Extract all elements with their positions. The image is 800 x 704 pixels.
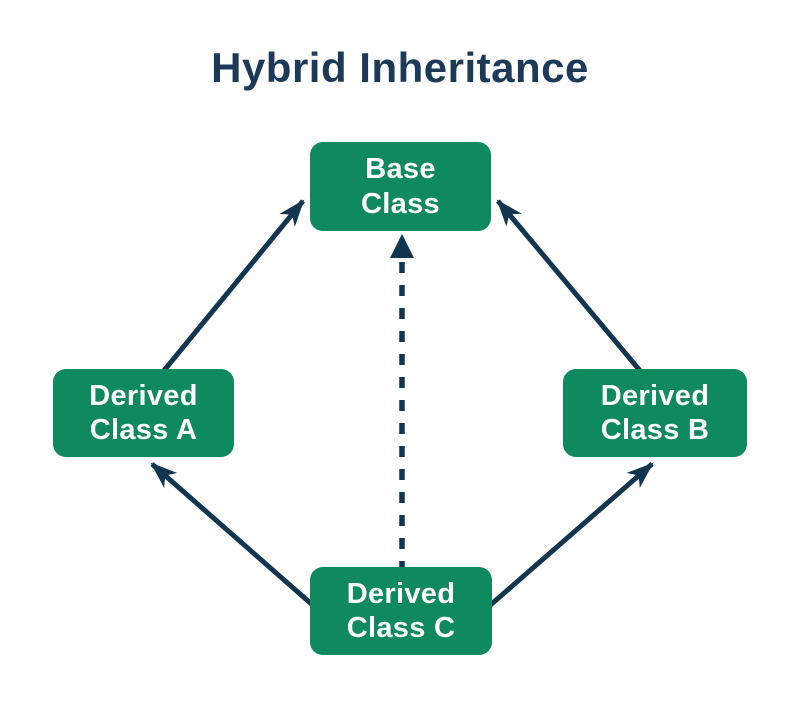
edge-derived-class-b-to-base-class	[496, 199, 644, 375]
node-derived-class-b: Derived Class B	[563, 369, 747, 457]
page-title: Hybrid Inheritance	[211, 44, 589, 91]
node-label-line2: Class C	[346, 612, 456, 644]
node-label-line1: Base	[365, 153, 436, 186]
edge-derived-class-c-to-derived-class-a	[150, 462, 334, 624]
node-label-line2: Class A	[89, 414, 198, 446]
node-label-line1: Derived	[89, 379, 198, 412]
node-derived-class-a: Derived Class A	[53, 369, 234, 457]
node-derived-class-c: Derived Class C	[310, 567, 492, 655]
node-label-line1: Derived	[346, 577, 456, 610]
edge-derived-class-c-to-derived-class-b	[469, 462, 654, 624]
node-label-line1: Derived	[600, 379, 710, 412]
edge-derived-class-a-to-base-class	[160, 199, 305, 375]
node-label-line2: Class B	[600, 414, 710, 446]
node-label-line2: Class	[361, 187, 440, 220]
node-base-class: Base Class	[310, 142, 491, 231]
